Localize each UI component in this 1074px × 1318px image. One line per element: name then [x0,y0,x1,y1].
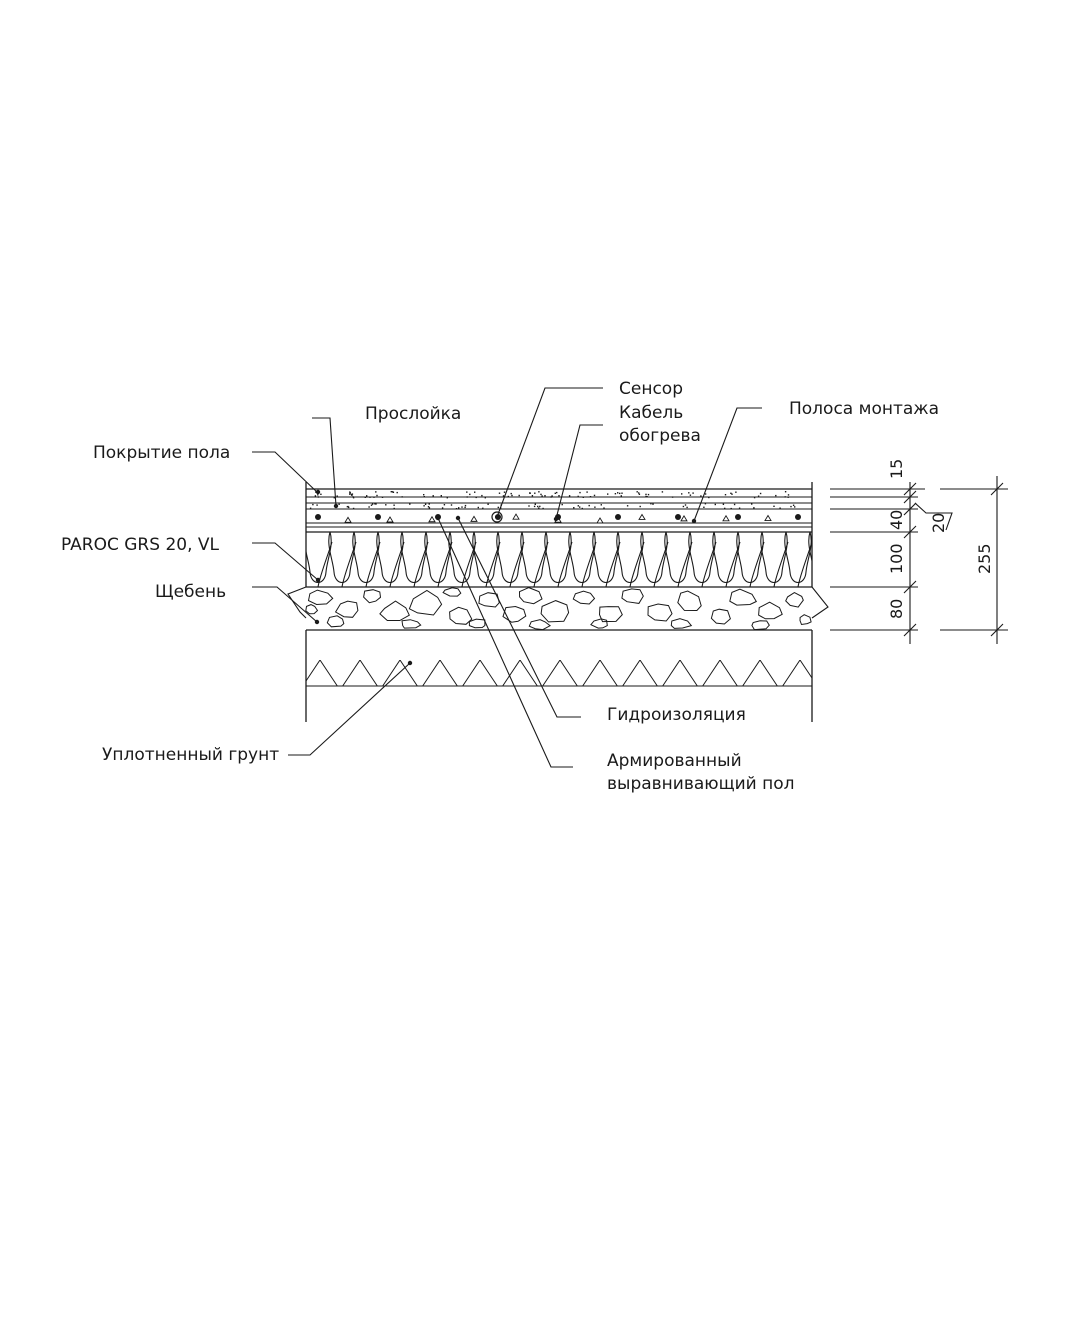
label-insulation: PAROC GRS 20, VL [61,535,220,555]
dim-15: 15 [887,459,906,479]
dim-100: 100 [887,543,906,574]
label-floor-covering: Покрытие пола [93,443,230,463]
label-cable-line1: Кабель [619,403,683,423]
gravel-layer [287,586,829,631]
label-sensor: Сенсор [619,379,683,399]
label-screed-line1: Армированный [607,751,742,771]
compacted-soil-layer [306,630,812,687]
label-mounting-strip: Полоса монтажа [789,399,939,419]
dim-80: 80 [887,599,906,619]
leader-dots [314,489,697,666]
callout-labels: Сенсор Кабель обогрева Прослойка Полоса … [61,379,939,794]
dim-40: 40 [887,510,906,530]
dimension-lines [830,476,1008,644]
label-gravel: Щебень [155,582,226,602]
label-screed-line2: выравнивающий пол [607,774,794,794]
insulation-layer [306,532,812,588]
sensor-icon [491,511,503,523]
label-compacted-soil: Уплотненный грунт [102,745,279,765]
leader-lines [252,387,762,768]
label-cable-line2: обогрева [619,426,701,446]
dim-total: 255 [975,543,994,574]
reinforced-screed [306,511,812,533]
floor-covering-layer [306,488,812,510]
dimension-labels: 15 20 40 100 80 255 [887,459,994,619]
dim-20: 20 [929,513,948,533]
covering-dots [309,491,796,510]
label-interlayer: Прослойка [365,404,461,424]
label-waterproofing: Гидроизоляция [607,705,746,725]
